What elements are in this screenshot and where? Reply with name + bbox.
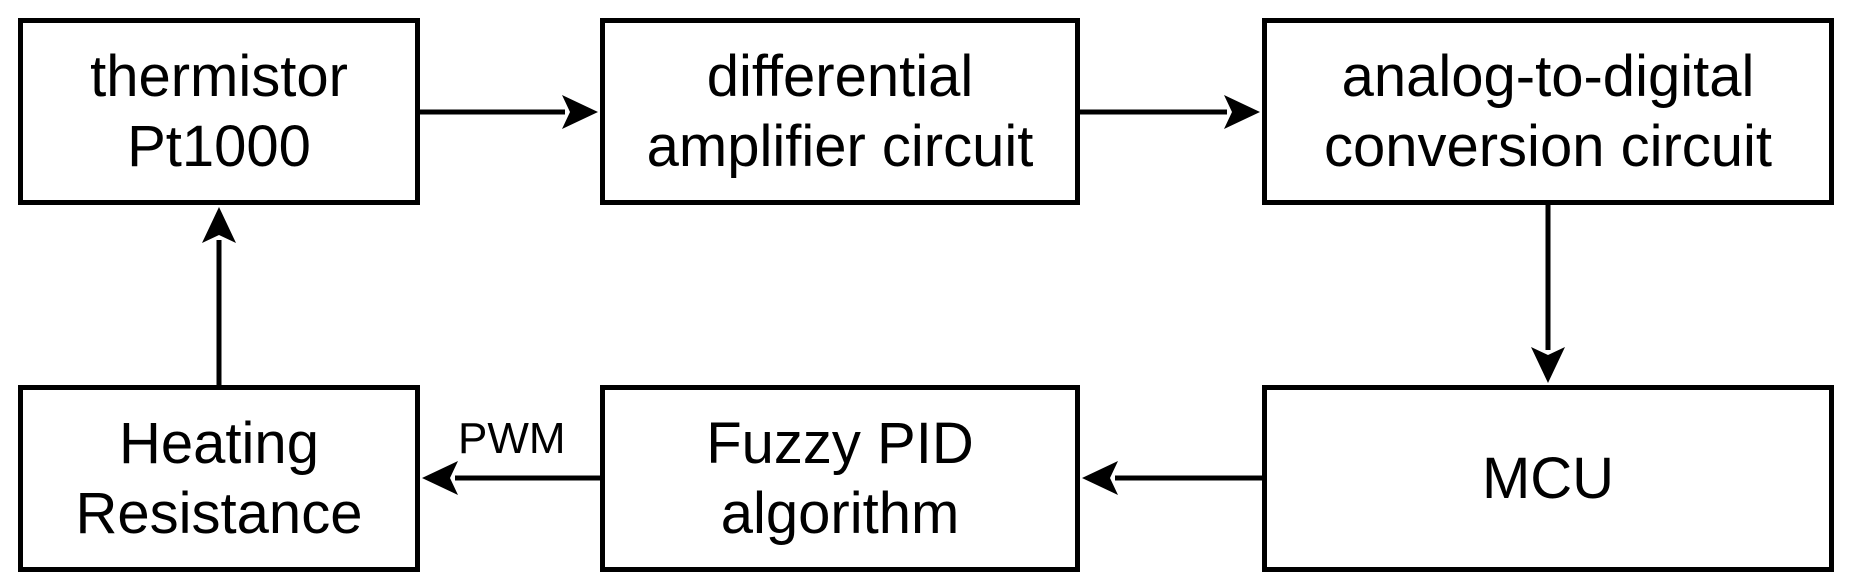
heating-resistance-block-line2: Resistance [75,480,363,546]
arrow-adc-to-mcu [1531,205,1565,383]
pwm-label: PWM [458,414,566,463]
adc-block: analog-to-digital conversion circuit [1262,18,1834,205]
fuzzy-pid-block-line2: algorithm [720,480,960,546]
arrow-mcu-to-fuzzy-pid [1082,461,1262,495]
mcu-block: MCU [1262,385,1834,572]
differential-amplifier-block: differential amplifier circuit [600,18,1080,205]
thermistor-block-line2: Pt1000 [127,113,311,179]
arrow-thermistor-to-amplifier [420,95,598,129]
heating-resistance-block: Heating Resistance [18,385,420,572]
mcu-block-label: MCU [1481,445,1615,511]
adc-block-line2: conversion circuit [1323,113,1773,179]
differential-amplifier-block-line2: amplifier circuit [646,113,1034,179]
arrow-fuzzy-pid-to-heating [422,461,600,495]
arrow-heating-to-thermistor [202,207,236,385]
thermistor-block-line1: thermistor [90,43,348,109]
fuzzy-pid-block: Fuzzy PID algorithm [600,385,1080,572]
fuzzy-pid-block-line1: Fuzzy PID [706,410,974,476]
arrow-amplifier-to-adc [1080,95,1260,129]
thermistor-block: thermistor Pt1000 [18,18,420,205]
differential-amplifier-block-line1: differential [706,43,974,109]
heating-resistance-block-line1: Heating [119,410,319,476]
adc-block-line1: analog-to-digital [1341,43,1755,109]
